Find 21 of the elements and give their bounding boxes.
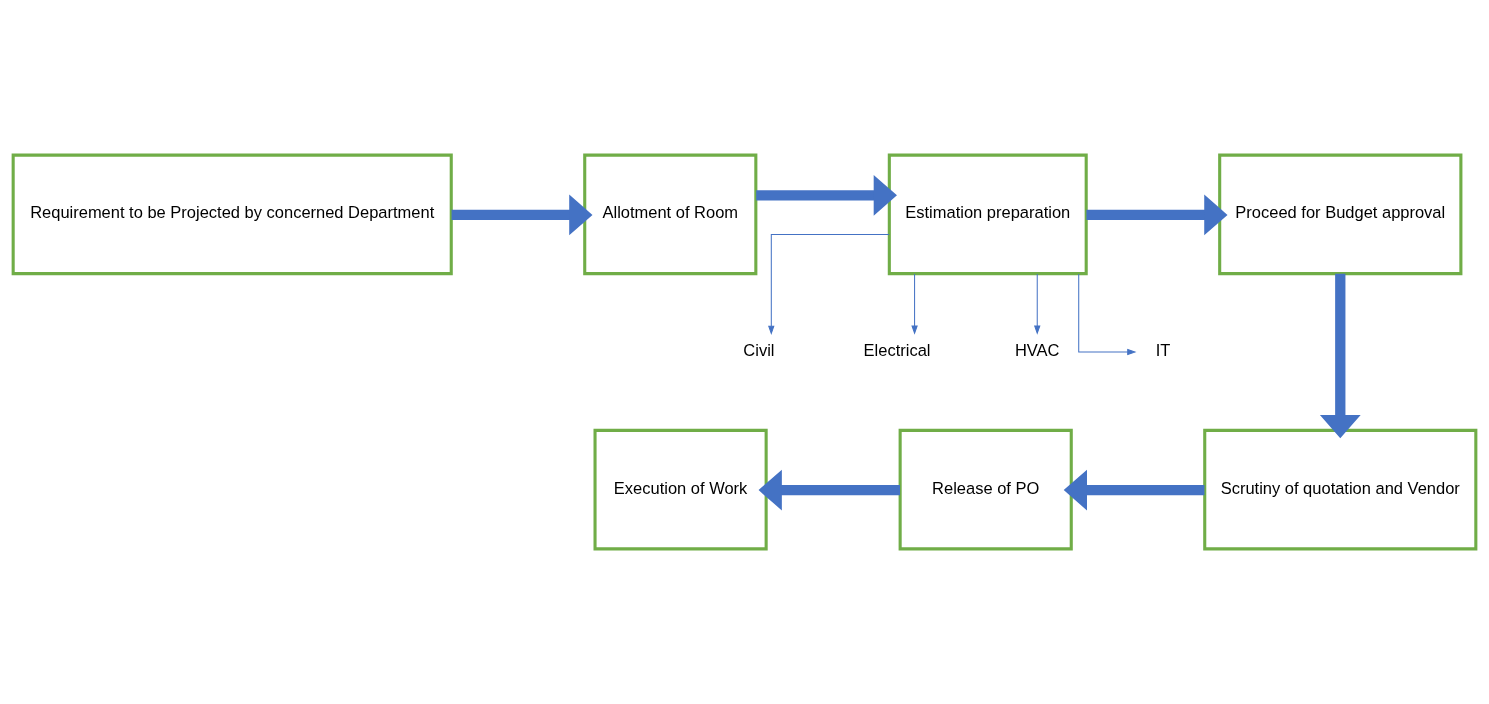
node-box: Scrutiny of quotation and Vendor (1203, 428, 1478, 551)
node-box: Release of PO (898, 428, 1073, 551)
node-text: Electrical (863, 340, 931, 359)
arrow (1319, 273, 1361, 439)
node-text: HVAC (1014, 340, 1060, 359)
arrow (756, 174, 897, 216)
arrow (451, 194, 593, 236)
node-text: IT (1155, 340, 1171, 359)
arrow (911, 273, 918, 335)
arrow (758, 469, 900, 511)
arrow (1086, 194, 1228, 236)
node-box: Estimation preparation (887, 153, 1088, 276)
node-box: Proceed for Budget approval (1218, 153, 1463, 276)
arrow (1078, 273, 1137, 356)
node-box: Requirement to be Projected by concerned Department (11, 153, 453, 276)
arrow (1034, 273, 1041, 335)
arrow (1063, 469, 1205, 511)
node-box: Allotment of Room (583, 153, 758, 276)
node-box: Execution of Work (593, 428, 768, 551)
node-text: Civil (743, 340, 775, 359)
arrow (768, 233, 890, 335)
